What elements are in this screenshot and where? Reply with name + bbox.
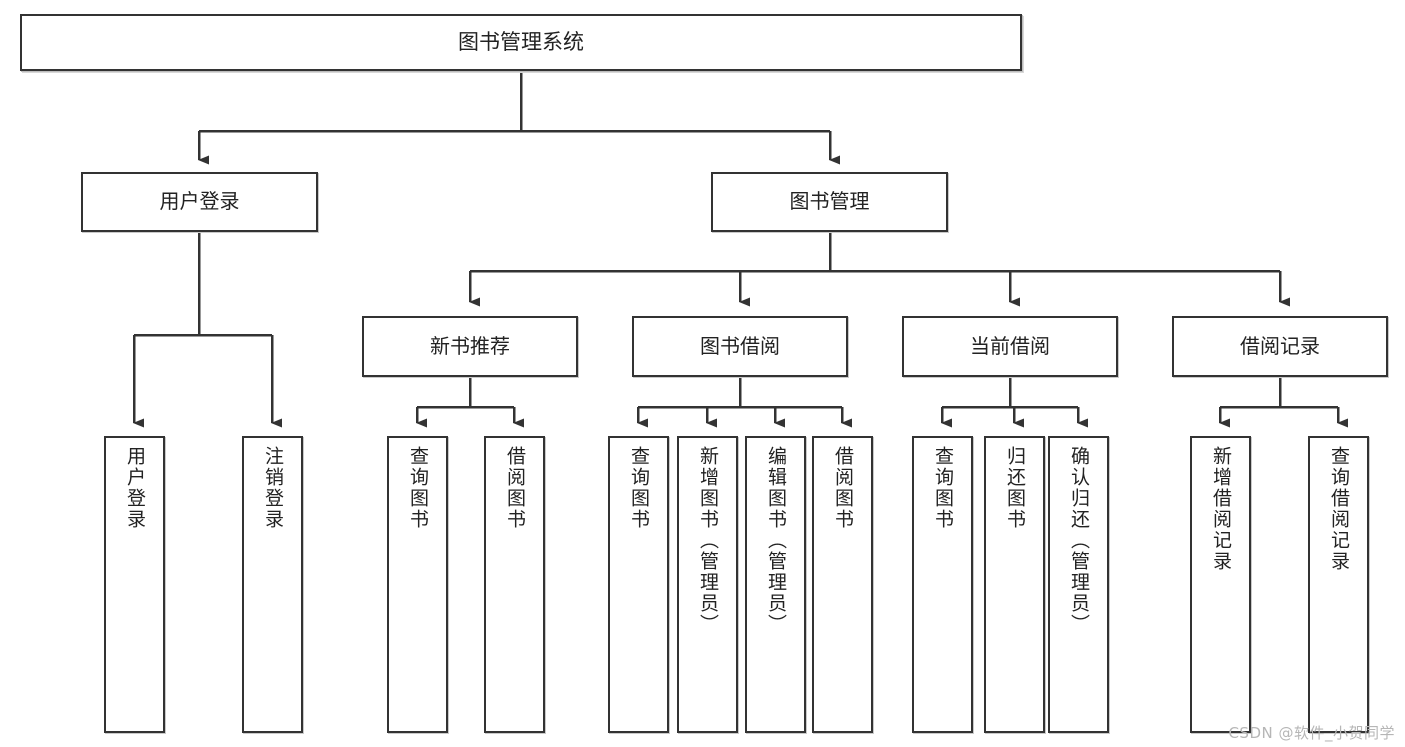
node-current-borrow-label: 当前借阅	[970, 333, 1050, 358]
node-leaf-bb-query[interactable]: 查询图书	[608, 436, 669, 733]
node-book-borrow[interactable]: 图书借阅	[632, 316, 848, 377]
node-leaf-user-logout-label: 注销登录	[262, 446, 284, 530]
node-borrow-record-label: 借阅记录	[1240, 333, 1320, 358]
node-leaf-bb-add-label: 新增图书（管理员）	[697, 446, 719, 635]
node-leaf-cb-confirm[interactable]: 确认归还（管理员）	[1048, 436, 1109, 733]
node-leaf-cb-return[interactable]: 归还图书	[984, 436, 1045, 733]
node-new-book-rec-label: 新书推荐	[430, 333, 510, 358]
node-leaf-bb-edit[interactable]: 编辑图书（管理员）	[745, 436, 806, 733]
node-leaf-cb-return-label: 归还图书	[1004, 446, 1026, 530]
node-leaf-bb-borrow-label: 借阅图书	[832, 446, 854, 530]
node-user-login[interactable]: 用户登录	[81, 172, 318, 232]
node-leaf-bb-edit-label: 编辑图书（管理员）	[765, 446, 787, 635]
node-user-login-label: 用户登录	[159, 189, 240, 214]
node-leaf-rec-borrow-label: 借阅图书	[504, 446, 526, 530]
node-leaf-rec-borrow[interactable]: 借阅图书	[484, 436, 545, 733]
node-book-mgmt-label: 图书管理	[789, 189, 870, 214]
node-leaf-br-add[interactable]: 新增借阅记录	[1190, 436, 1251, 733]
node-leaf-rec-query[interactable]: 查询图书	[387, 436, 448, 733]
node-leaf-rec-query-label: 查询图书	[407, 446, 429, 530]
node-leaf-user-logout[interactable]: 注销登录	[242, 436, 303, 733]
node-current-borrow[interactable]: 当前借阅	[902, 316, 1118, 377]
node-borrow-record[interactable]: 借阅记录	[1172, 316, 1388, 377]
node-leaf-cb-confirm-label: 确认归还（管理员）	[1068, 446, 1090, 635]
node-leaf-user-login[interactable]: 用户登录	[104, 436, 165, 733]
node-book-mgmt[interactable]: 图书管理	[711, 172, 948, 232]
node-new-book-rec[interactable]: 新书推荐	[362, 316, 578, 377]
node-leaf-bb-query-label: 查询图书	[628, 446, 650, 530]
node-leaf-cb-query[interactable]: 查询图书	[912, 436, 973, 733]
node-root-label: 图书管理系统	[458, 30, 584, 55]
node-leaf-user-login-label: 用户登录	[124, 446, 146, 530]
node-leaf-bb-add[interactable]: 新增图书（管理员）	[677, 436, 738, 733]
node-leaf-bb-borrow[interactable]: 借阅图书	[812, 436, 873, 733]
node-leaf-cb-query-label: 查询图书	[932, 446, 954, 530]
node-leaf-br-query-label: 查询借阅记录	[1328, 446, 1350, 572]
watermark: CSDN @软件_小贺同学	[1228, 724, 1395, 742]
node-root[interactable]: 图书管理系统	[20, 14, 1022, 71]
node-leaf-br-query[interactable]: 查询借阅记录	[1308, 436, 1369, 733]
node-book-borrow-label: 图书借阅	[700, 333, 780, 358]
node-leaf-br-add-label: 新增借阅记录	[1210, 446, 1232, 572]
